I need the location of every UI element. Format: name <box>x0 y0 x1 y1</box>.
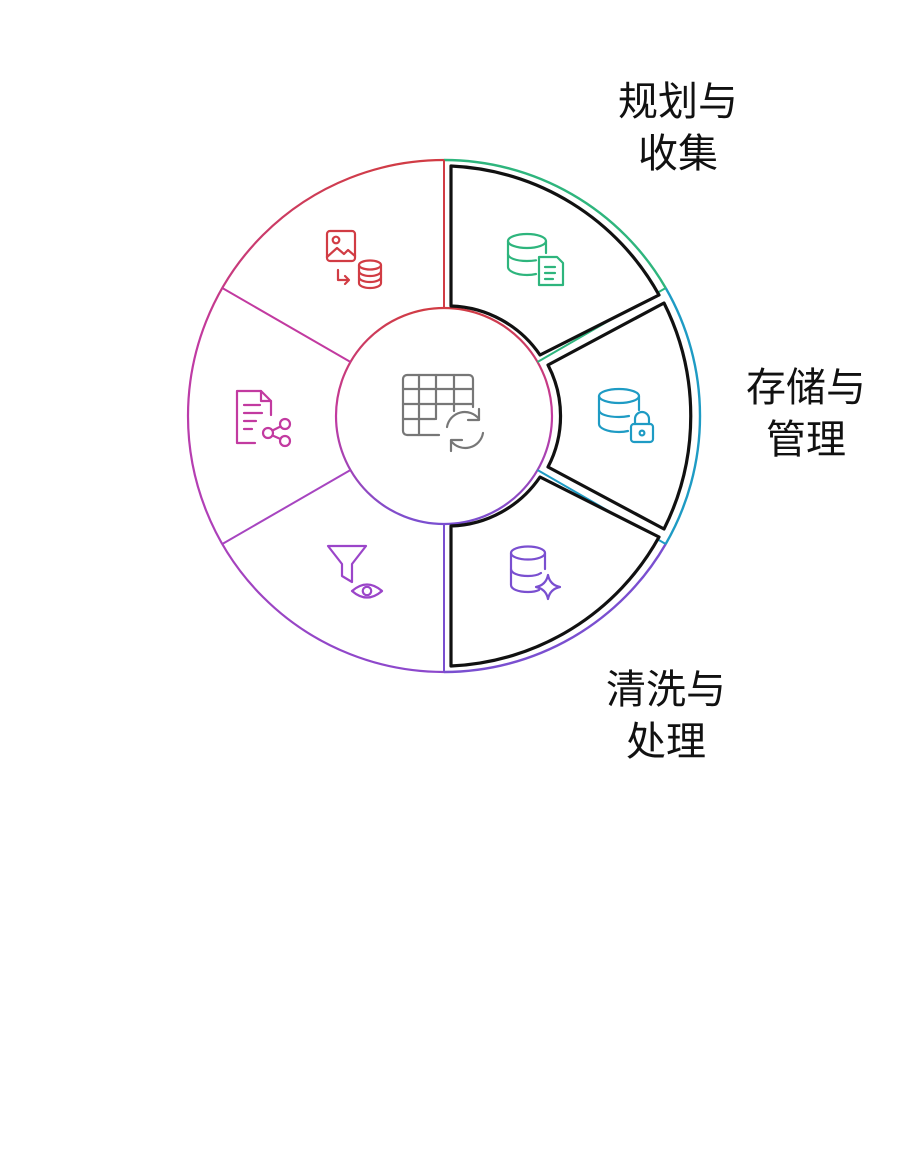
cleaning-label-line2: 处理 <box>626 719 706 765</box>
storage-outer-arc <box>664 287 702 545</box>
cleaning-outer-arc <box>443 543 667 674</box>
cleaning-label-line1: 清洗与 <box>606 667 726 713</box>
planning-segment[interactable] <box>449 164 661 357</box>
divider-upper-left <box>221 287 351 363</box>
storage-label-line1: 存储与 <box>746 365 866 411</box>
center-circle <box>334 306 554 526</box>
cleaning-segment[interactable] <box>449 475 661 668</box>
database-document-icon <box>506 232 565 287</box>
divider-lower-left <box>221 469 351 545</box>
cleaning-label: 清洗与 处理 <box>586 664 746 768</box>
planning-outer-arc <box>443 158 667 289</box>
image-to-database-icon <box>325 229 383 290</box>
table-refresh-icon <box>401 373 485 453</box>
storage-label-line2: 管理 <box>766 417 846 463</box>
storage-label: 存储与 管理 <box>726 362 886 466</box>
planning-label-line2: 收集 <box>638 131 718 177</box>
database-lock-icon <box>597 387 655 444</box>
planning-label: 规划与 收集 <box>598 76 758 180</box>
planning-label-line1: 规划与 <box>618 79 738 125</box>
funnel-eye-icon <box>326 544 384 599</box>
database-sparkle-icon <box>509 545 562 601</box>
outer-ring-left <box>186 158 445 674</box>
document-share-icon <box>235 389 292 448</box>
